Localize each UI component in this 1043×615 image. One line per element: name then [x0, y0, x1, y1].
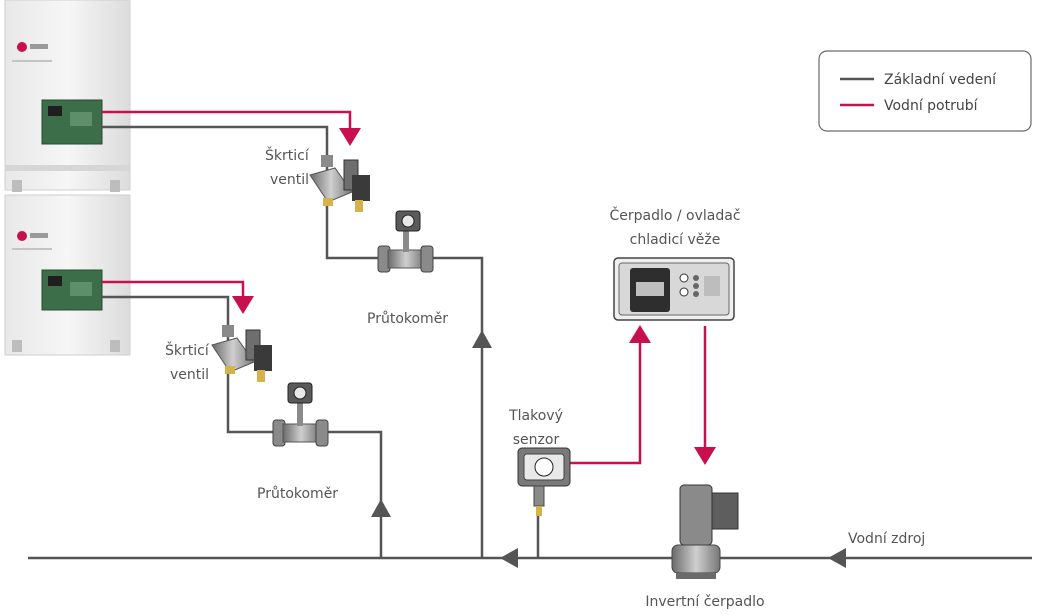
valve-2-label: ventil	[170, 367, 209, 383]
pipe-arrow-down	[232, 296, 254, 314]
base-arrow-up	[472, 330, 492, 348]
legend-box	[818, 50, 1032, 132]
pipe-arrow-up	[629, 325, 651, 343]
flowmeter-icon	[377, 210, 434, 273]
outdoor-unit-icon	[4, 0, 131, 192]
pressure-sensor-label: senzor	[513, 432, 560, 448]
pressure-sensor-icon	[517, 447, 571, 516]
legend: Základní vedení Vodní potrubí	[818, 50, 1032, 132]
flowmeter-1-label: Průtokoměr	[367, 311, 448, 327]
flowmeter-icon	[272, 382, 329, 447]
controller-label: chladicí věže	[630, 232, 721, 248]
base-arrow-left	[500, 548, 518, 568]
outdoor-unit-icon	[4, 194, 131, 356]
valve-1-label: ventil	[270, 172, 309, 188]
base-arrow-left	[828, 548, 846, 568]
valve-icon	[211, 325, 272, 382]
flowmeter-2-label: Průtokoměr	[257, 486, 338, 502]
valve-2-label: Škrticí	[165, 341, 210, 359]
pump-icon	[671, 484, 739, 579]
valve-icon	[309, 155, 370, 212]
controller-label: Čerpadlo / ovladač	[609, 206, 740, 224]
legend-item-base: Základní vedení	[884, 72, 997, 88]
pressure-sensor-label: Tlakový	[508, 408, 563, 424]
water-pipes	[102, 110, 707, 465]
controller-icon	[613, 257, 735, 321]
legend-item-water: Vodní potrubí	[884, 98, 979, 114]
valve-1-label: Škrticí	[265, 146, 310, 164]
pipe-arrow-down	[339, 128, 361, 146]
pipe-arrow-down	[694, 447, 716, 465]
base-arrow-up	[371, 499, 391, 517]
inverter-pump-label: Invertní čerpadlo	[645, 594, 764, 610]
water-source-label: Vodní zdroj	[848, 531, 925, 547]
